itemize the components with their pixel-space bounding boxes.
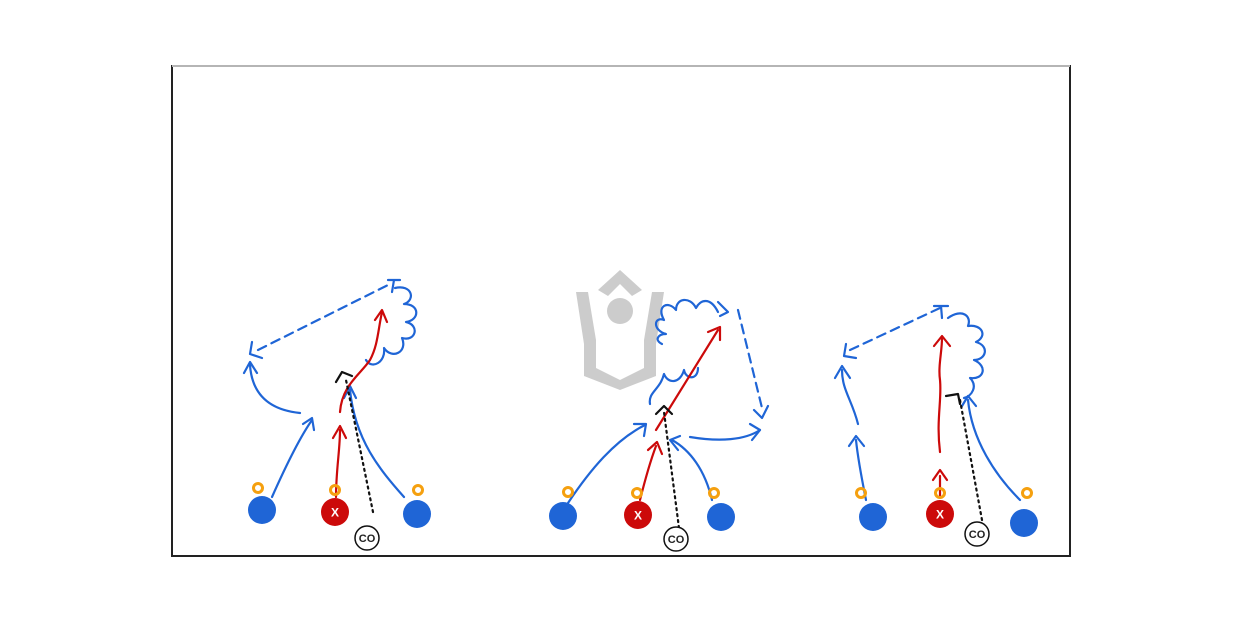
attacker-player-icon xyxy=(248,496,276,524)
cone-icon xyxy=(252,482,264,494)
coach-icon xyxy=(354,525,380,551)
defender-player-icon xyxy=(926,500,954,528)
pass-end-icon xyxy=(752,404,770,420)
cone-icon xyxy=(412,484,424,496)
coach-marker: CO xyxy=(354,525,380,551)
pass-start-icon xyxy=(386,278,402,294)
attacker-player-icon xyxy=(403,500,431,528)
cone-icon xyxy=(934,487,946,499)
attacker-run-line xyxy=(966,398,1022,502)
cone-icon xyxy=(708,487,720,499)
attacker-player-icon xyxy=(859,503,887,531)
attacker-run-line xyxy=(840,368,860,426)
attacker-run-line xyxy=(270,418,314,499)
attacker-run-line xyxy=(566,423,647,505)
defender-player-icon xyxy=(624,501,652,529)
coach-icon xyxy=(964,521,990,547)
pass-arrow-icon xyxy=(334,370,354,384)
coach-marker: CO xyxy=(663,526,689,552)
arrowhead-icon xyxy=(331,424,348,440)
dribble-wavy-line xyxy=(946,312,986,400)
coach-label: CO xyxy=(359,533,376,545)
drill-middle xyxy=(562,298,770,530)
arrowhead-icon xyxy=(748,422,762,442)
shield-logo-icon xyxy=(576,270,664,390)
attacker-player-icon xyxy=(707,503,735,531)
drill-left xyxy=(242,278,424,514)
cone-icon xyxy=(562,486,574,498)
attacker-run-line xyxy=(248,363,302,415)
arrowhead-icon xyxy=(931,468,949,482)
dribble-wavy-line xyxy=(364,286,418,366)
arrowhead-icon xyxy=(373,308,389,324)
pass-dashed-line xyxy=(736,308,764,410)
arrowhead-icon xyxy=(646,440,664,456)
dribble-wavy-line xyxy=(654,298,720,346)
defender-player-icon xyxy=(321,498,349,526)
attacker-player-icon xyxy=(549,502,577,530)
defender-run-line xyxy=(334,428,342,499)
defender-player: X xyxy=(624,501,652,529)
coach-icon xyxy=(663,526,689,552)
arrowhead-icon xyxy=(632,422,648,438)
attacker-run-line xyxy=(348,388,406,499)
arrowhead-icon xyxy=(242,360,259,375)
pass-start-icon xyxy=(932,304,950,320)
pass-arrow-icon xyxy=(944,392,962,406)
attacker-player-icon xyxy=(1010,509,1038,537)
cone-icon xyxy=(855,487,867,499)
pass-arrow-icon xyxy=(654,404,674,416)
coach-pass-dotted-line xyxy=(662,410,681,530)
cone-icon xyxy=(329,484,341,496)
arrowhead-icon xyxy=(706,325,722,342)
defender-label: X xyxy=(936,508,944,522)
pass-end-icon xyxy=(842,342,858,360)
coach-pass-dotted-line xyxy=(958,398,984,522)
coach-pass-dotted-line xyxy=(344,378,375,514)
pass-dashed-line xyxy=(848,306,942,352)
coach-label: CO xyxy=(668,534,685,546)
defender-player: X xyxy=(926,500,954,528)
defender-label: X xyxy=(634,509,642,523)
dribble-wavy-line xyxy=(648,366,700,406)
drill-right xyxy=(833,304,1033,522)
defender-run-line xyxy=(654,328,720,432)
arrowhead-icon xyxy=(301,416,316,432)
pass-dashed-line xyxy=(256,282,392,352)
attacker-run-line xyxy=(688,428,762,441)
coach-label: CO xyxy=(969,529,986,541)
pass-start-icon xyxy=(716,300,730,318)
defender-label: X xyxy=(331,506,339,520)
cone-icon xyxy=(1021,487,1033,499)
cone-icon xyxy=(631,487,643,499)
arrowhead-icon xyxy=(932,334,952,348)
arrowhead-icon xyxy=(833,364,852,380)
arrowhead-icon xyxy=(847,434,866,448)
arrowhead-icon xyxy=(960,394,978,408)
coach-marker: CO xyxy=(964,521,990,547)
defender-run-line xyxy=(937,336,944,454)
defender-run-line xyxy=(338,310,384,414)
defender-player: X xyxy=(321,498,349,526)
arrowhead-icon xyxy=(668,434,682,452)
pass-end-icon xyxy=(248,340,264,360)
